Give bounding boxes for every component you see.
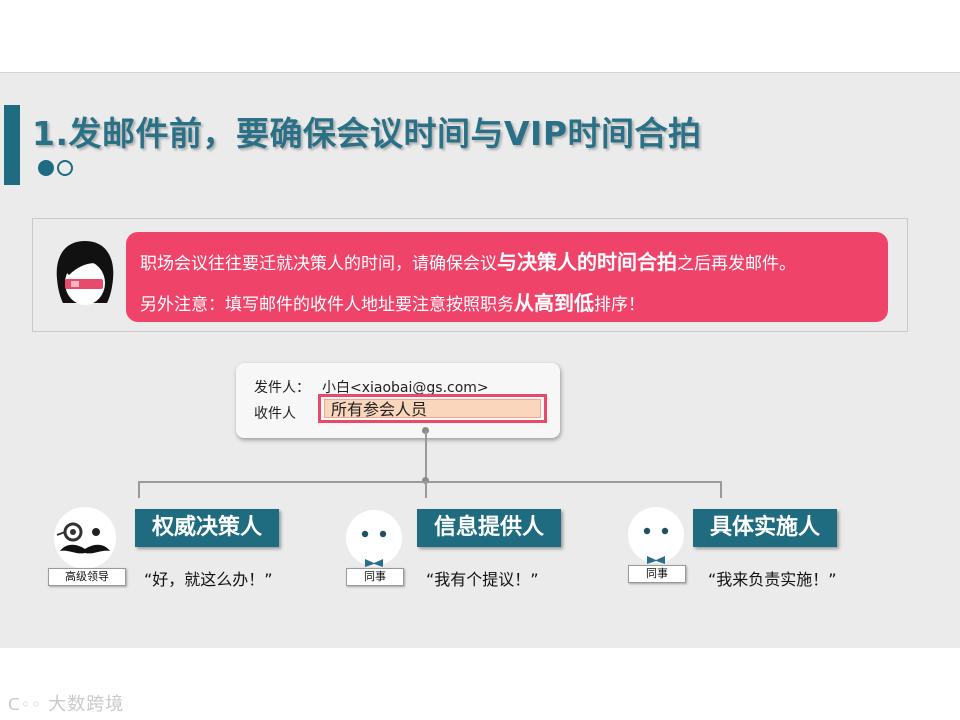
connector-right-drop [720,481,722,498]
dot-filled-icon [38,160,54,176]
role-tag: 同事 [628,565,686,583]
slide: 1.发邮件前，要确保会议时间与VIP时间合拍 职场会议往往要迁就决策人的时间，请… [0,72,960,648]
watermark-text: 大数跨境 [48,694,125,715]
email-card: 发件人： 小白<xiaobai@gs.com> 收件人 所有参会人员 [236,363,560,438]
role-quote: “好，就这么办！” [144,570,273,589]
sender-label: 发件人： [254,380,310,396]
tip-bubble: 职场会议往往要迁就决策人的时间，请确保会议与决策人的时间合拍之后再发邮件。 另外… [126,232,888,322]
colleague-avatar-icon [346,510,402,567]
dot-empty-icon [57,160,73,176]
tip-box: 职场会议往往要迁就决策人的时间，请确保会议与决策人的时间合拍之后再发邮件。 另外… [32,218,908,332]
role-label: 具体实施人 [693,509,837,547]
role-label: 权威决策人 [135,509,279,547]
boss-avatar-icon [54,507,116,569]
progress-dots [38,160,76,181]
role-tag: 高级领导 [48,568,126,586]
recipient-field[interactable]: 所有参会人员 [324,399,541,419]
connector-horizontal [138,481,722,483]
role-label: 信息提供人 [417,509,561,547]
role-quote: “我有个提议！” [426,570,539,589]
connector-left-drop [138,481,140,498]
watermark: ᑕ◦◦ 大数跨境 [8,690,124,716]
colleague-avatar-icon [628,507,684,564]
watermark-logo-icon: ᑕ◦◦ [8,695,42,714]
girl-avatar-icon [56,241,114,305]
role-quote: “我来负责实施！” [708,570,837,589]
page-title: 1.发邮件前，要确保会议时间与VIP时间合拍 [32,114,702,153]
tip-line-1: 职场会议往往要迁就决策人的时间，请确保会议与决策人的时间合拍之后再发邮件。 [140,250,796,274]
recipient-highlight: 所有参会人员 [318,394,547,423]
connector-node-mid [422,477,429,484]
connector-node-top [422,427,429,434]
title-accent-bar [4,105,20,185]
recipient-label: 收件人 [254,406,296,422]
sender-value: 小白<xiaobai@gs.com> [322,380,489,396]
tip-line-2: 另外注意：填写邮件的收件人地址要注意按照职务从高到低排序！ [140,291,645,315]
connector-vertical [425,431,427,481]
connector-center-drop [425,481,427,498]
role-tag: 同事 [346,568,404,586]
